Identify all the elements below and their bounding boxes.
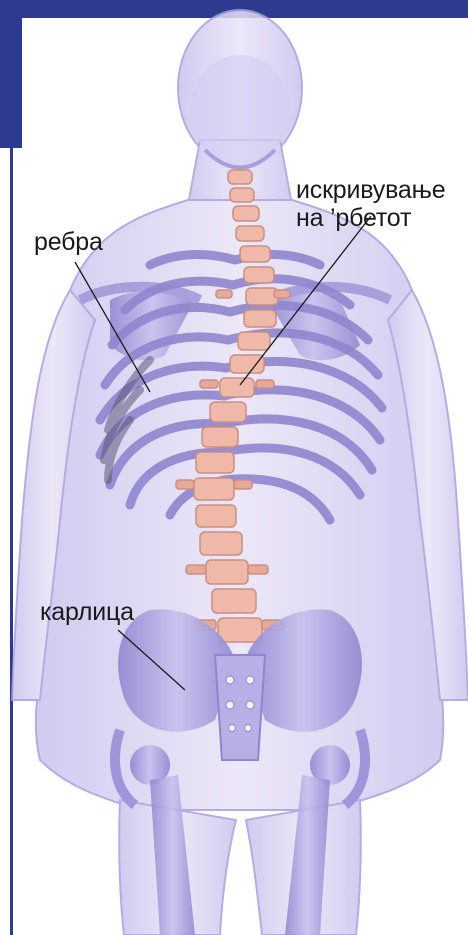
label-pelvis: карлица xyxy=(40,598,134,626)
label-spine-line1: искривување xyxy=(296,176,445,204)
label-spine-curvature: искривување на ’рбетот xyxy=(296,176,445,232)
label-spine-line2: на ’рбетот xyxy=(296,204,445,232)
skull xyxy=(190,55,290,168)
label-ribs: ребра xyxy=(34,228,103,256)
